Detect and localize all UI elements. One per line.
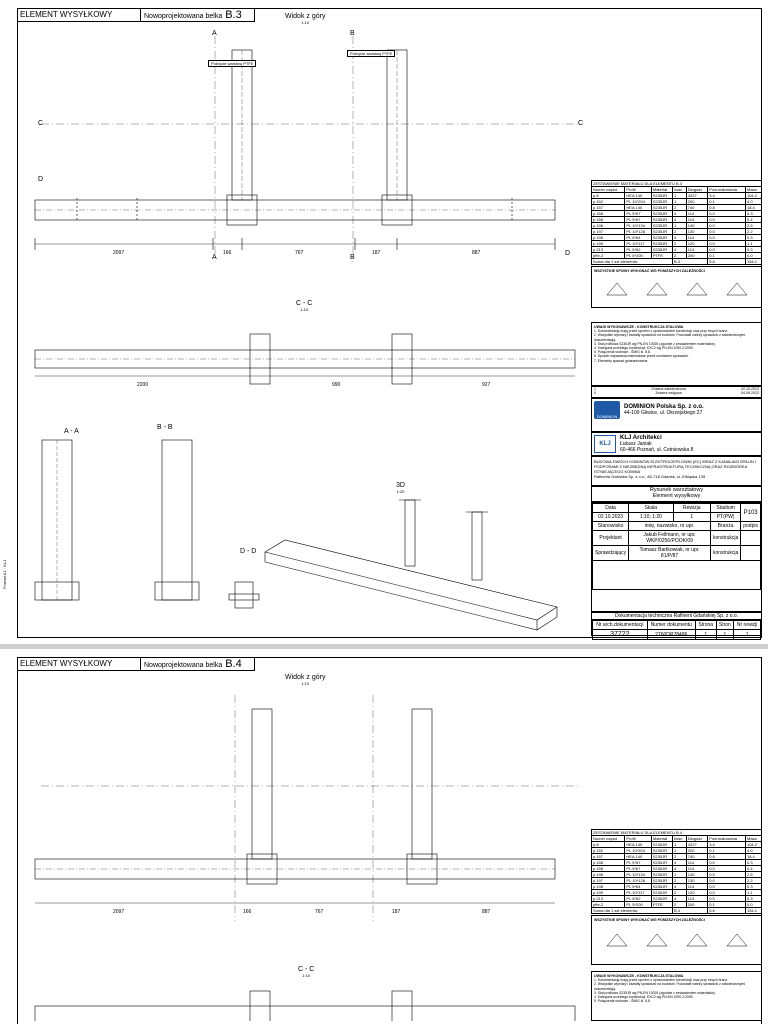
dim-4: 187: [392, 909, 401, 915]
parts-table: ZESTAWIENIE MATERIAŁU DLA ELEMENTU B.4 N…: [590, 829, 763, 914]
company2-name: KLJ Architekci: [620, 435, 662, 441]
section-mark-a-top: A: [212, 30, 217, 37]
drawing-title-box: Rysunek warsztatowy Element wysyłkowy: [591, 486, 762, 502]
document-footer: Dokumentacja techniczna Rafinerii Gdańsk…: [591, 612, 762, 640]
company2-address: 60-466 Poznań, ul. Cetniewska 8: [620, 447, 694, 453]
side-note: Format A1 · KLJ: [2, 560, 7, 589]
company2-person: Łukasz Janiak: [620, 441, 652, 447]
dim-1: 2097: [113, 909, 124, 915]
sheet-frame: [17, 657, 762, 1024]
view-dd-title: D - D: [240, 548, 257, 555]
beam-drawing: 2097 166 767 187 887: [34, 695, 581, 1021]
beam-section-cc: [34, 1005, 576, 1021]
view-bb-title: B - B: [157, 424, 173, 431]
company1-name: DOMINION Polska Sp. z o.o.: [624, 404, 704, 410]
section-mark-c-left: C: [38, 120, 44, 127]
beam-drawing: 2097 166 767 187 887 2200 990 927: [34, 36, 581, 631]
dim-2: 166: [243, 909, 252, 915]
sheet-number: P103: [740, 503, 761, 522]
drawing-title: Rysunek warsztatowy: [649, 487, 704, 493]
dim-3: 767: [295, 250, 304, 256]
investor: Rafineria Gdańska Sp. z o.o., 80-718 Gda…: [594, 474, 706, 479]
parts-table-sum: Suma dla 1 szt elementu: B.4 5.6 154.1: [591, 907, 763, 914]
dim-cc-2: 990: [332, 382, 341, 388]
section-dd-profile: [234, 581, 254, 609]
sheet-header: ELEMENT WYSYŁKOWY Nowoprojektowana belka…: [17, 8, 255, 22]
drawing-subtitle: Element wysyłkowy: [652, 493, 701, 499]
section-mark-c-right: C: [578, 120, 584, 127]
company-dominion: DOMINION DOMINION Polska Sp. z o.o. 44-1…: [591, 398, 762, 432]
section-mark-a-bottom: A: [212, 254, 217, 261]
doc-owner: Dokumentacja techniczna Rafinerii Gdańsk…: [592, 613, 761, 620]
paint-note-left: Pokrycie warstwą PTFE: [208, 60, 257, 67]
section-mark-b-bottom: B: [350, 254, 355, 261]
project-info: BUDOWA DWÓCH KOMINÓW ELEKTROCIEPŁOWNI (E…: [591, 456, 762, 486]
drawing-sheet-b4: ELEMENT WYSYŁKOWY Nowoprojektowana belka…: [0, 649, 768, 1024]
archive-number: 37722: [592, 629, 648, 640]
sheet-header: ELEMENT WYSYŁKOWY Nowoprojektowana belka…: [17, 657, 255, 671]
parts-table-sum: Suma dla 1 szt elementu: B.3 5.6 154.1: [591, 258, 763, 265]
column-right: [411, 708, 433, 860]
paint-note-right: Pokrycie warstwą PTFE: [347, 50, 396, 57]
dim-2: 166: [223, 250, 232, 256]
weld-symbols: [606, 933, 748, 947]
dim-cc-3: 927: [482, 382, 491, 388]
view-aa-title: A - A: [64, 428, 79, 435]
execution-notes: UWAGI WYKONAWCZE - KONSTRUKCJA STALOWA 1…: [591, 322, 762, 386]
beam-id: B.3: [225, 9, 242, 21]
klj-logo-icon: KLJ: [594, 435, 616, 453]
drawing-sheet-b3: ELEMENT WYSYŁKOWY Nowoprojektowana belka…: [0, 0, 768, 644]
beam-id: B.4: [225, 658, 242, 670]
weld-details: WSZYSTKIE SPOINY WYKONAĆ WG PONIŻSZYCH Z…: [591, 266, 762, 308]
column-left: [251, 708, 273, 860]
section-mark-b-top: B: [350, 30, 355, 37]
dim-cc-1: 2200: [137, 382, 148, 388]
weld-symbols: [606, 282, 748, 296]
dominion-logo-icon: DOMINION: [594, 401, 620, 419]
dim-5: 887: [482, 909, 491, 915]
dim-4: 187: [372, 250, 381, 256]
section-mark-d-left: D: [38, 176, 44, 183]
beam-3d-view: [264, 539, 558, 621]
section-bb-profile: [161, 439, 193, 601]
execution-notes: UWAGI WYKONAWCZE - KONSTRUKCJA STALOWA 1…: [591, 971, 762, 1021]
company-klj: KLJ KLJ Architekci Łukasz Janiak 60-466 …: [591, 432, 762, 456]
section-mark-d-right: D: [565, 250, 571, 257]
project-name: BUDOWA DWÓCH KOMINÓW ELEKTROCIEPŁOWNI (E…: [594, 459, 757, 474]
element-kind: ELEMENT WYSYŁKOWY: [17, 657, 141, 671]
dim-3: 767: [315, 909, 324, 915]
dim-1: 2097: [113, 250, 124, 256]
element-kind: ELEMENT WYSYŁKOWY: [17, 8, 141, 22]
parts-table: ZESTAWIENIE MATERIAŁU DLA ELEMENTU B.3 N…: [590, 180, 763, 265]
company1-address: 44-109 Gliwice, ul. Okrzejskiego 27: [624, 410, 703, 416]
dim-5: 887: [472, 250, 481, 256]
weld-details: WSZYSTKIE SPOINY WYKONAĆ WG PONIŻSZYCH Z…: [591, 915, 762, 965]
